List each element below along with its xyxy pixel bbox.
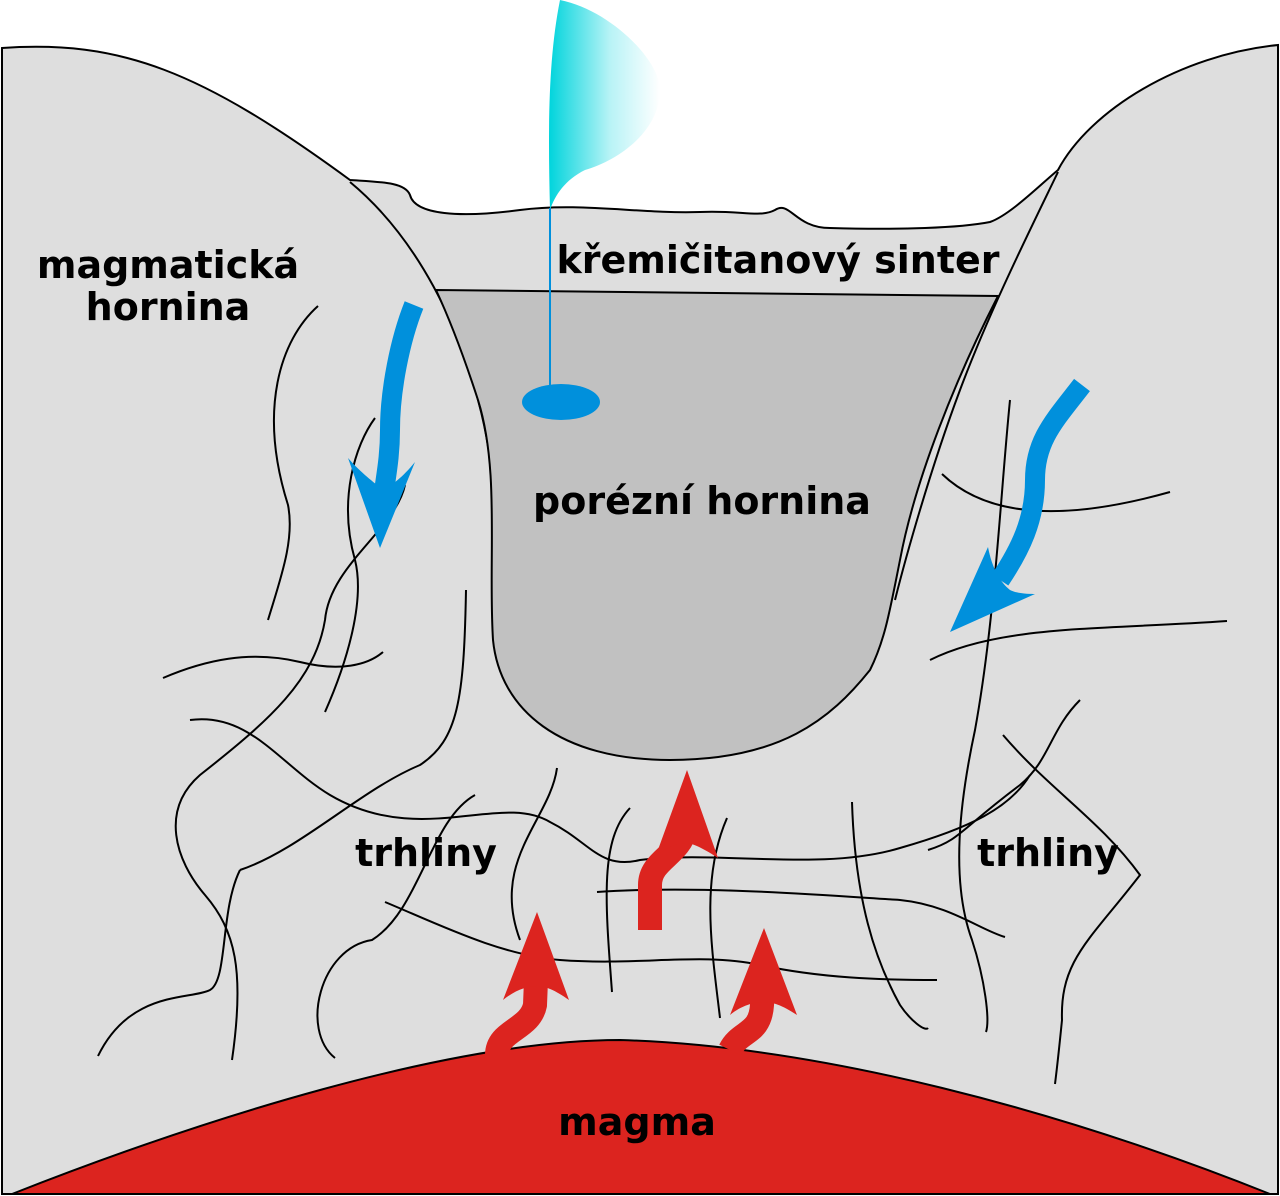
arrow-up-icon — [485, 954, 549, 1057]
geyser-plume — [549, 0, 660, 210]
vent-wall-right — [894, 171, 1059, 601]
arrow-down-left-icon — [373, 301, 424, 502]
label-porous-rock: porézní hornina — [533, 479, 871, 523]
cold-water-arrows — [348, 301, 1090, 632]
magma-body — [11, 1038, 1271, 1195]
label-fractures-right: trhliny — [977, 831, 1119, 875]
label-sinter: křemičitanový sinter — [556, 238, 999, 282]
hot-water-arrows — [485, 770, 797, 1057]
label-magma: magma — [558, 1100, 716, 1144]
fracture-lines — [97, 305, 1228, 1085]
label-fractures-left: trhliny — [355, 831, 497, 875]
label-igneous-rock-line1: magmatická — [37, 243, 299, 287]
label-igneous-rock-line2: hornina — [86, 285, 251, 329]
arrow-up-icon — [719, 969, 776, 1057]
geyser-reservoir — [522, 384, 600, 420]
arrow-down-right-icon — [991, 378, 1090, 586]
